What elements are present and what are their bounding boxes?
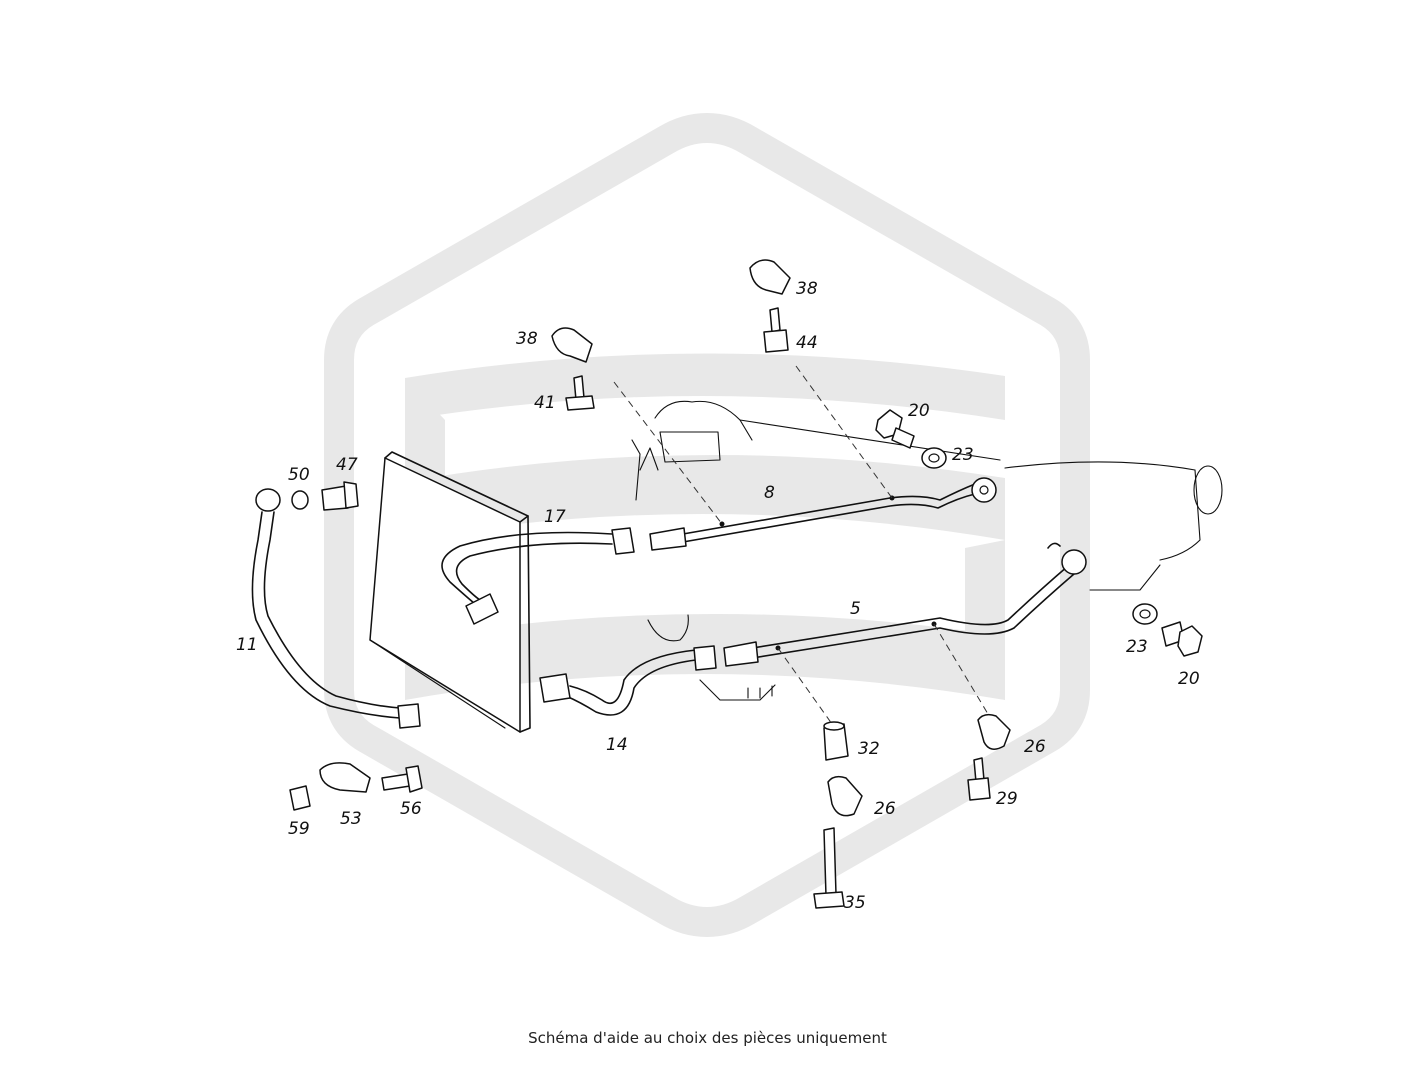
diagram-caption: Schéma d'aide au choix des pièces unique… — [528, 1029, 887, 1047]
callout-14: 14 — [606, 735, 628, 755]
callout-32: 32 — [858, 739, 880, 759]
callout-23: 23 — [952, 445, 974, 465]
pipe-14 — [539, 645, 717, 716]
callout-8: 8 — [764, 483, 775, 503]
callout-56: 56 — [400, 799, 422, 819]
callout-20: 20 — [908, 401, 930, 421]
pipe-17 — [441, 527, 635, 625]
callout-35: 35 — [844, 893, 866, 913]
oil-cooler — [369, 451, 531, 733]
pipe-5 — [723, 542, 1087, 667]
callout-26: 26 — [874, 799, 896, 819]
pipe-8 — [649, 477, 997, 551]
callout-41: 41 — [534, 393, 556, 413]
callout-29: 29 — [996, 789, 1018, 809]
callout-20: 20 — [1178, 669, 1200, 689]
callout-5: 5 — [850, 599, 861, 619]
callout-53: 53 — [340, 809, 362, 829]
leader-lines — [613, 365, 989, 725]
callout-26: 26 — [1024, 737, 1046, 757]
callout-47: 47 — [336, 455, 358, 475]
callout-17: 17 — [544, 507, 566, 527]
callout-59: 59 — [288, 819, 310, 839]
small-parts — [289, 259, 1203, 909]
watermark-logo — [324, 112, 1090, 938]
parts-diagram-svg: 38 41 38 44 20 23 50 47 17 8 11 5 23 20 … — [236, 112, 1223, 938]
callout-11: 11 — [236, 635, 258, 655]
pipe-11 — [251, 488, 421, 729]
callout-50: 50 — [288, 465, 310, 485]
callout-labels: 38 41 38 44 20 23 50 47 17 8 11 5 23 20 … — [236, 279, 1200, 913]
callout-38: 38 — [796, 279, 818, 299]
transmission-outline — [631, 400, 1223, 701]
parts-diagram: 38 41 38 44 20 23 50 47 17 8 11 5 23 20 … — [236, 112, 1223, 938]
callout-38: 38 — [516, 329, 538, 349]
callout-44: 44 — [796, 333, 818, 353]
callout-23: 23 — [1126, 637, 1148, 657]
